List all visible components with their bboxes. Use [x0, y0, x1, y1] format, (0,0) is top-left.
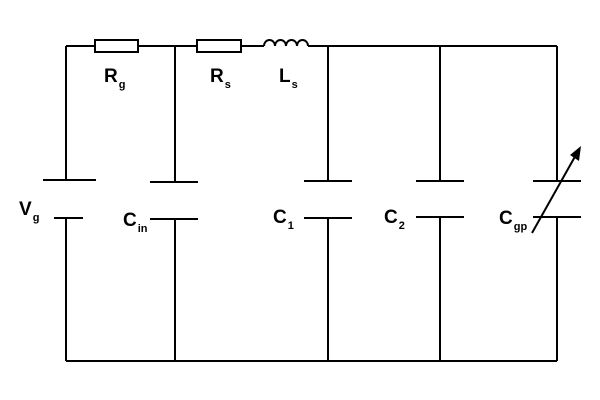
label-ls: Ls: [279, 66, 298, 91]
label-c1: C1: [273, 207, 294, 232]
resistor-rs: [196, 39, 242, 53]
resistor-rg: [94, 39, 139, 53]
label-vg: Vg: [19, 199, 39, 224]
inductor-ls: [263, 39, 309, 47]
label-rs: Rs: [210, 66, 231, 91]
label-c2: C2: [384, 207, 405, 232]
variable-arrow-line: [531, 152, 578, 234]
label-cin: Cin: [123, 210, 148, 235]
label-cgp: Cgp: [499, 208, 527, 233]
variable-arrow-head: [570, 146, 581, 161]
label-rg: Rg: [104, 66, 125, 91]
